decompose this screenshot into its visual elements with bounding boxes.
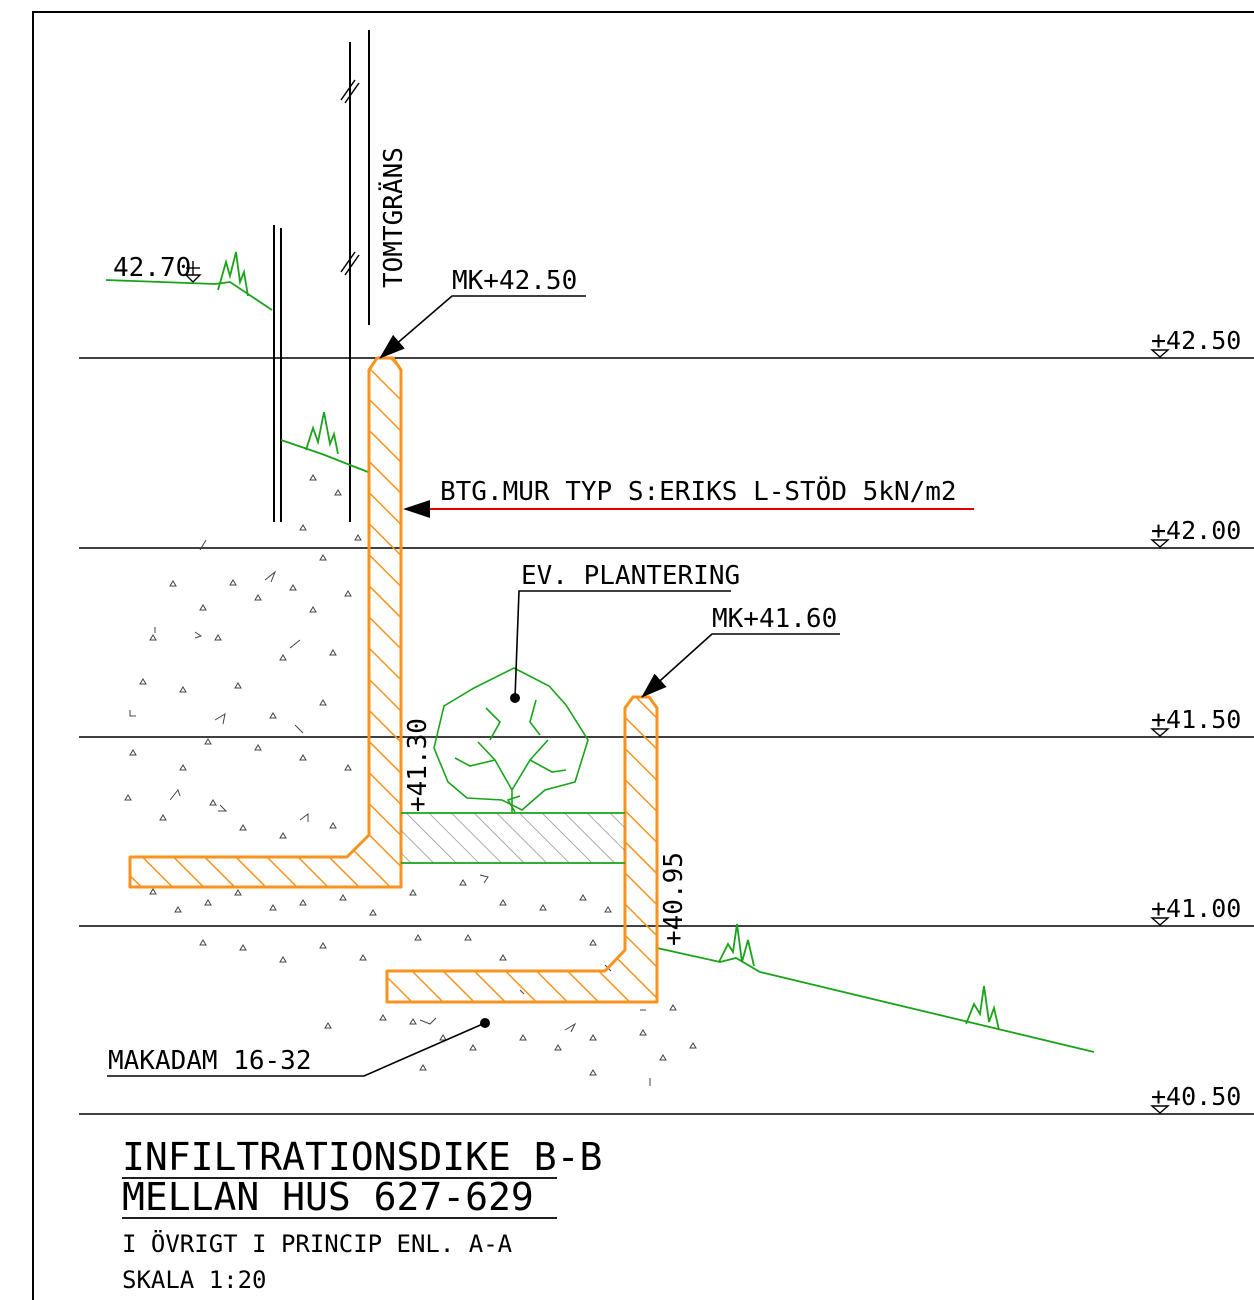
level-triangle-icon (1150, 1105, 1170, 1114)
ground-surface (105, 251, 1095, 1053)
drawing-frame (32, 11, 1254, 1300)
macadam-label: MAKADAM 16-32 (108, 1046, 312, 1076)
title-line-3: I ÖVRIGT I PRINCIP ENL. A-A (122, 1229, 513, 1258)
level-marker-4100: +41.00 (1150, 894, 1241, 926)
level-lines (79, 357, 1254, 1115)
grass-icon (305, 411, 339, 455)
title-line-2: MELLAN HUS 627-629 (122, 1175, 534, 1219)
grass-icon (718, 923, 755, 967)
grass-icon (217, 251, 249, 297)
wall-top-upper-label: MK+42.50 (452, 266, 577, 296)
grass-icon (965, 985, 1000, 1031)
level-text-4150: +41.50 (1151, 705, 1241, 734)
level-text-4100: +41.00 (1151, 894, 1241, 923)
level-text-4250: +42.50 (1151, 326, 1241, 355)
level-text-4050: +40.50 (1151, 1082, 1241, 1111)
level-triangle-icon (1150, 917, 1170, 926)
level-marker-4050: +40.50 (1150, 1082, 1241, 1114)
property-boundary (273, 30, 370, 522)
infiltration-bed (401, 813, 625, 863)
ground-level-marker: 42.70 (113, 253, 202, 283)
planting-tree-icon (433, 667, 589, 813)
macadam-leader: MAKADAM 16-32 (107, 1018, 490, 1077)
upper-l-wall (128, 356, 403, 889)
bed-level-label: +41.30 (403, 718, 433, 812)
level-triangle-icon (1150, 539, 1170, 548)
tomtgrans-label: TOMTGRÄNS (377, 147, 409, 288)
planting-label: EV. PLANTERING (521, 561, 740, 591)
level-triangle-icon (1150, 728, 1170, 737)
level-text-4200: +42.00 (1151, 516, 1241, 545)
level-marker-4250: +42.50 (1150, 326, 1241, 358)
wall-top-upper-leader: MK+42.50 (379, 266, 586, 359)
wall-top-lower-label: MK+41.60 (712, 604, 837, 634)
lower-level-label: +40.95 (659, 852, 689, 946)
wall-type-label: BTG.MUR TYP S:ERIKS L-STÖD 5kN/m2 (440, 475, 957, 507)
lower-l-wall (385, 695, 659, 1004)
ground-level-text: 42.70 (113, 253, 191, 283)
title-line-1: INFILTRATIONSDIKE B-B (122, 1135, 602, 1179)
level-markers: +42.50 +42.00 +41.50 +41.00 +40.50 (1150, 326, 1241, 1114)
level-marker-4200: +42.00 (1150, 516, 1241, 548)
wall-top-lower-leader: MK+41.60 (641, 604, 840, 698)
planting-leader: EV. PLANTERING (510, 561, 740, 703)
title-block: INFILTRATIONSDIKE B-B MELLAN HUS 627-629… (122, 1135, 602, 1294)
level-triangle-icon (1150, 349, 1170, 358)
wall-type-leader: BTG.MUR TYP S:ERIKS L-STÖD 5kN/m2 (403, 475, 974, 518)
level-triangle-icon (184, 274, 202, 283)
level-marker-4150: +41.50 (1150, 705, 1241, 737)
title-line-4: SKALA 1:20 (122, 1266, 267, 1294)
